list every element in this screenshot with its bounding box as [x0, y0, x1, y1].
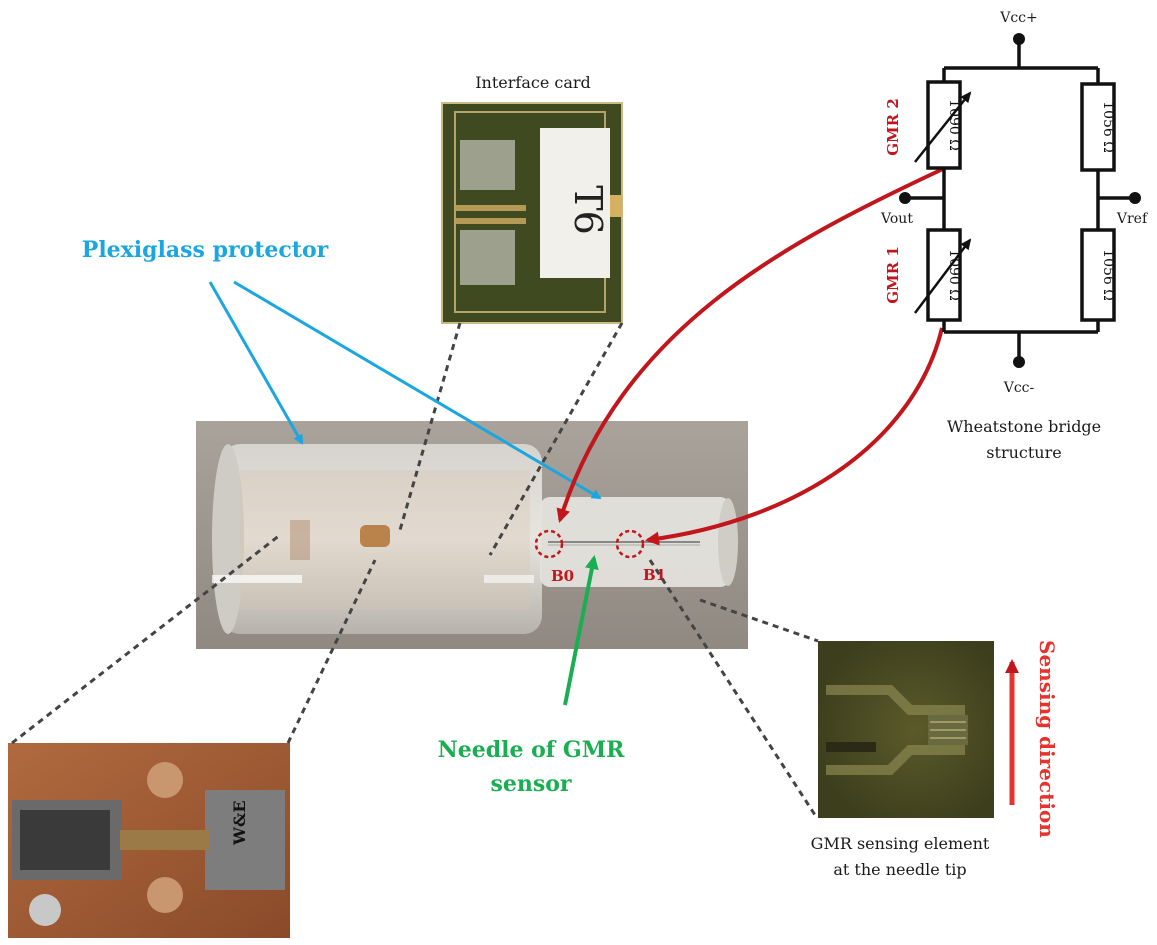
- vcc-minus-label: Vcc-: [1003, 380, 1035, 396]
- vout-terminal: [899, 192, 911, 204]
- plexiglass-arrow-2: [233, 280, 602, 500]
- vref-terminal: [1129, 192, 1141, 204]
- usb-board-text: W&E: [230, 800, 249, 846]
- sensing-element-label-2: at the needle tip: [833, 860, 966, 879]
- usb-lead-right: [286, 559, 377, 744]
- usb-lead-left: [11, 533, 281, 745]
- needle-label-2: sensor: [490, 771, 571, 797]
- vcc-plus-label: Vcc+: [999, 10, 1038, 26]
- usb-board-photo: W&E: [8, 743, 290, 938]
- interface-card-label: Interface card: [475, 73, 591, 92]
- device-photo: [196, 421, 748, 649]
- sensor-lead-top: [699, 598, 819, 643]
- plexiglass-arrow-1: [208, 281, 304, 445]
- vcc-plus-terminal: [1013, 33, 1025, 45]
- vref-label: Vref: [1116, 211, 1149, 227]
- sensing-direction-label: Sensing direction: [1035, 640, 1059, 838]
- gmr1-label: GMR 1: [884, 246, 902, 304]
- wheatstone-label-2: structure: [986, 443, 1061, 462]
- gmr1-variable-arrow: [914, 238, 972, 314]
- vout-label: Vout: [880, 211, 913, 227]
- needle-label-1: Needle of GMR: [438, 737, 625, 763]
- gmr1-to-b1-arrow: [645, 327, 944, 546]
- gmr2-resistance: 1090 Ω: [946, 99, 962, 151]
- card-lead-left: [398, 322, 462, 531]
- gmr2-label: GMR 2: [884, 98, 902, 156]
- interface-card-photo: T6: [441, 102, 623, 324]
- gmr2-variable-arrow: [914, 91, 972, 163]
- sensing-element-photo: [818, 641, 994, 818]
- card-lead-right: [488, 322, 624, 556]
- gmr1-resistance: 1090 Ω: [946, 249, 962, 301]
- card-sticker-text: T6: [566, 185, 610, 235]
- b0-marker: [534, 529, 564, 559]
- b0-label: B0: [551, 567, 574, 585]
- sensing-element-label-1: GMR sensing element: [811, 834, 990, 853]
- b1-marker: [615, 529, 645, 559]
- gmr2-to-b0-arrow: [556, 166, 946, 523]
- r-bottom-right-resistance: 1056 Ω: [1100, 249, 1116, 301]
- b1-label: B1: [643, 566, 666, 584]
- vcc-minus-terminal: [1013, 356, 1025, 368]
- plexiglass-label: Plexiglass protector: [82, 237, 329, 263]
- wheatstone-circuit: [905, 39, 1135, 362]
- r-top-right-resistance: 1056 Ω: [1100, 101, 1116, 153]
- sensor-lead-bottom: [648, 559, 817, 816]
- wheatstone-label-1: Wheatstone bridge: [947, 417, 1101, 436]
- needle-arrow: [563, 555, 599, 706]
